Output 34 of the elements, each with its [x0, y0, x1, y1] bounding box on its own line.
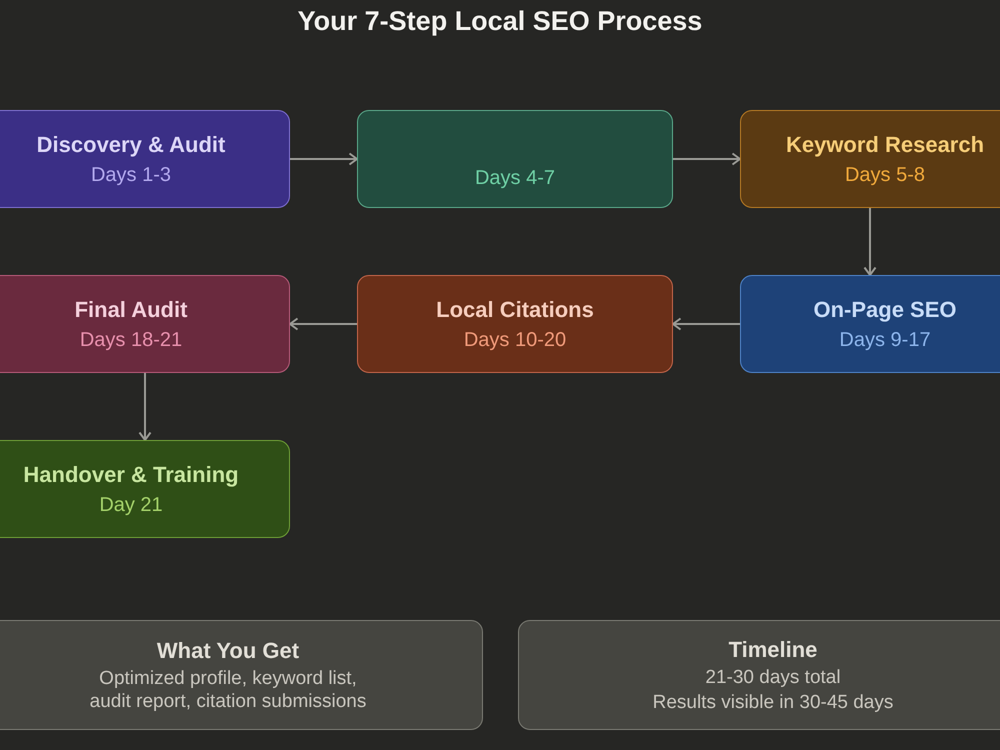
arrow: [864, 208, 876, 276]
panel-text: 21-30 days total: [705, 666, 841, 689]
arrow: [289, 318, 357, 330]
step-title: On-Page SEO: [813, 296, 957, 324]
arrow: [673, 152, 741, 166]
info-panel: [0, 620, 483, 730]
process-box: [0, 440, 290, 538]
panel-text: Results visible in 30-45 days: [652, 691, 894, 714]
step-title: Discovery & Audit: [36, 131, 226, 159]
step-duration: Days 1-3: [90, 163, 172, 187]
step-duration: Days 5-8: [844, 163, 926, 187]
step-title: Final Audit: [74, 296, 188, 324]
step-duration: Days 4-7: [474, 166, 556, 190]
process-box: [357, 110, 673, 208]
process-box: [740, 275, 1000, 373]
arrow: [138, 373, 152, 441]
process-box: [357, 275, 673, 373]
process-box: [0, 110, 290, 208]
panel-heading: What You Get: [156, 637, 300, 665]
step-title: Keyword Research: [786, 131, 984, 159]
step-duration: Days 9-17: [839, 328, 931, 352]
step-duration: Days 10-20: [464, 328, 566, 352]
step-title: Local Citations: [436, 296, 594, 324]
arrow: [290, 152, 358, 166]
panel-heading: Timeline: [728, 636, 818, 664]
step-title: Handover & Training: [23, 461, 239, 489]
diagram-title: Your 7-Step Local SEO Process: [298, 5, 702, 38]
step-duration: Days 18-21: [80, 328, 182, 352]
process-box: [0, 275, 290, 373]
info-panel: [518, 620, 1000, 730]
panel-text: Optimized profile, keyword list, audit report, citation submissions: [88, 667, 368, 713]
step-duration: Day 21: [99, 493, 163, 517]
arrow: [672, 318, 740, 330]
process-box: [740, 110, 1000, 208]
